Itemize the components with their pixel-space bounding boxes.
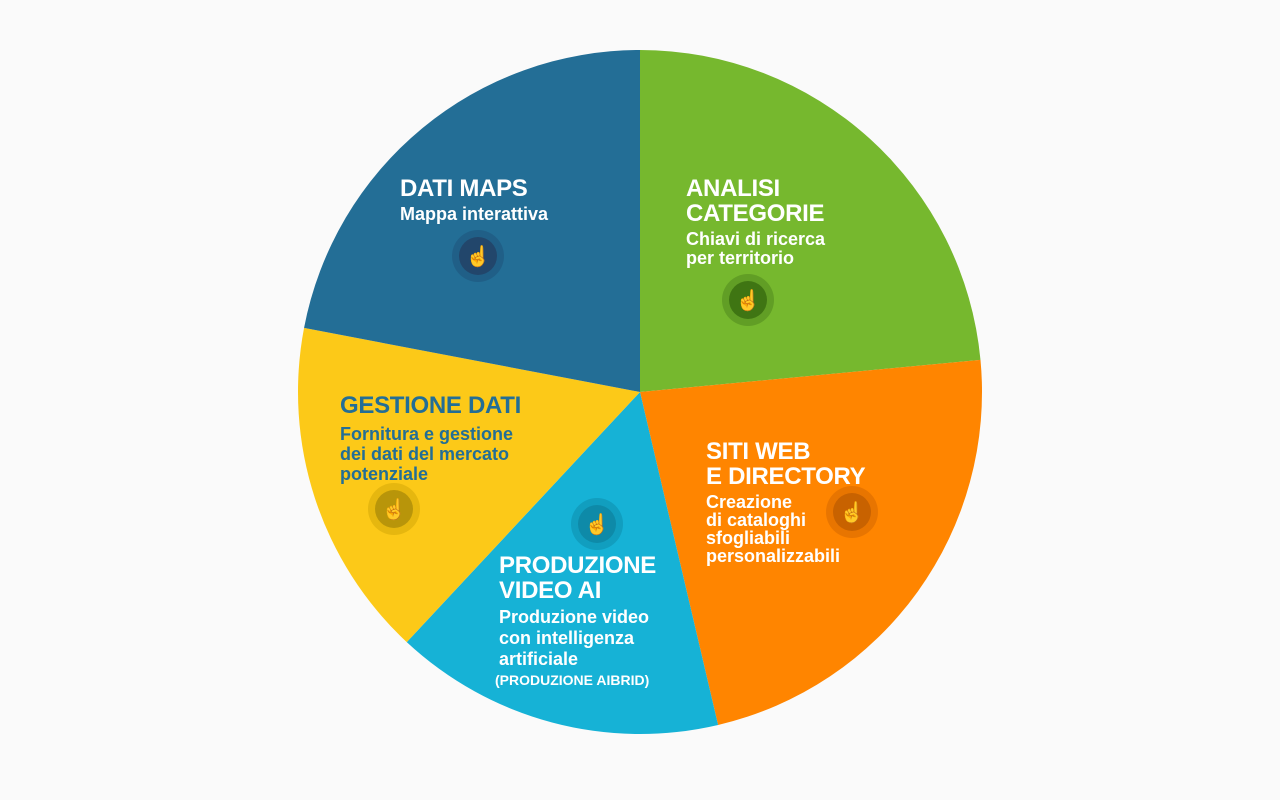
title-line: GESTIONE DATI [340,392,521,419]
subtitle-line: Creazione [706,492,793,512]
segment-title: DATI MAPS [400,176,548,201]
subtitle-line: Mappa interattiva [400,204,549,224]
hand-button-analisi-categorie[interactable]: ☝ [722,274,774,326]
subtitle-line: sfogliabili [706,528,791,548]
subtitle-line: potenziale [340,464,429,484]
slice-siti-web[interactable] [640,359,982,725]
subtitle-line: personalizzabili [706,546,841,566]
hand-pointer-icon: ☝ [578,505,616,543]
segment-title: GESTIONE DATI [340,393,521,418]
hand-button-siti-web[interactable]: ☝ [826,486,878,538]
subtitle-line: con intelligenza [499,628,635,648]
slice-produzione-video[interactable] [406,392,719,734]
title-line: DATI MAPS [400,175,528,202]
subtitle-line: Fornitura e gestione [340,424,514,444]
title-line: ANALISI [686,175,780,202]
segment-subtitle: Mappa interattiva [400,205,548,224]
subtitle-line: dei dati del mercato [340,444,510,464]
hand-button-dati-maps[interactable]: ☝ [452,230,504,282]
title-line: CATEGORIE [686,200,825,227]
slice-gestione-dati[interactable] [297,327,640,643]
title-line: VIDEO AI [499,577,602,604]
subtitle-line: per territorio [686,248,795,268]
hand-pointer-icon: ☝ [833,493,871,531]
hand-pointer-icon: ☝ [729,281,767,319]
slice-dati-maps[interactable] [304,50,640,392]
subtitle-line: artificiale [499,649,579,669]
segment-note: (PRODUZIONE AIBRID) [495,672,650,688]
label-dati-maps[interactable]: DATI MAPS Mappa interattiva [400,176,548,224]
title-line: E DIRECTORY [706,463,866,490]
subtitle-line: Chiavi di ricerca [686,229,826,249]
hand-button-gestione-dati[interactable]: ☝ [368,483,420,535]
hand-pointer-icon: ☝ [459,237,497,275]
title-line: PRODUZIONE [499,552,657,579]
subtitle-line: Produzione video [499,607,650,627]
slice-analisi-categorie[interactable] [640,50,981,392]
subtitle-line: di cataloghi [706,510,807,530]
hand-button-produzione-video[interactable]: ☝ [571,498,623,550]
title-line: SITI WEB [706,438,811,465]
hand-pointer-icon: ☝ [375,490,413,528]
